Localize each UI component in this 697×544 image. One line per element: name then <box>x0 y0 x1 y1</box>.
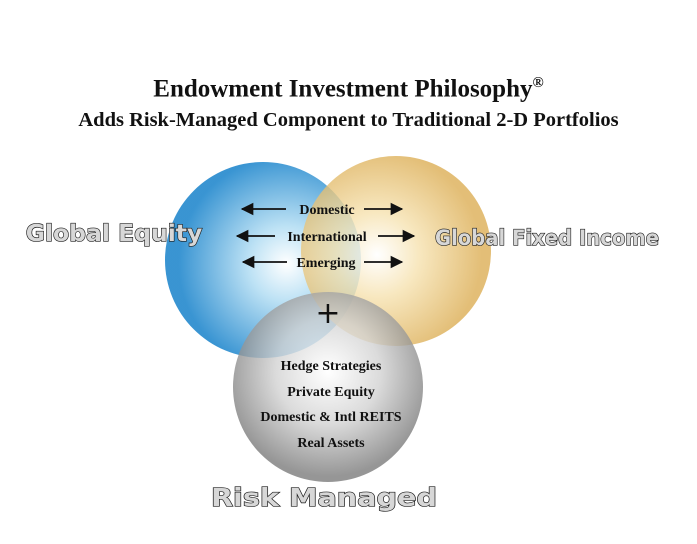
risk-item-real-assets: Real Assets <box>297 436 365 451</box>
overlap-arrows <box>235 202 416 269</box>
risk-managed-circle <box>233 292 423 482</box>
overlap-item-emerging: Emerging <box>296 256 355 271</box>
registered-mark: ® <box>532 75 544 91</box>
risk-item-hedge-strategies: Hedge Strategies <box>281 359 382 374</box>
diagram-title: Endowment Investment Philosophy® <box>0 75 697 103</box>
diagram-subtitle: Adds Risk-Managed Component to Tradition… <box>78 109 619 131</box>
risk-item-reits: Domestic & Intl REITS <box>260 410 401 425</box>
risk-managed-label: Risk Managed <box>211 483 437 512</box>
title-text: Endowment Investment Philosophy <box>153 75 533 103</box>
global-equity-label: Global Equity <box>26 219 203 247</box>
plus-sign: + <box>315 296 340 331</box>
overlap-item-international: International <box>287 230 366 245</box>
risk-item-private-equity: Private Equity <box>287 385 375 400</box>
global-fixed-income-label: Global Fixed Income <box>435 226 659 250</box>
overlap-item-domestic: Domestic <box>299 203 354 218</box>
